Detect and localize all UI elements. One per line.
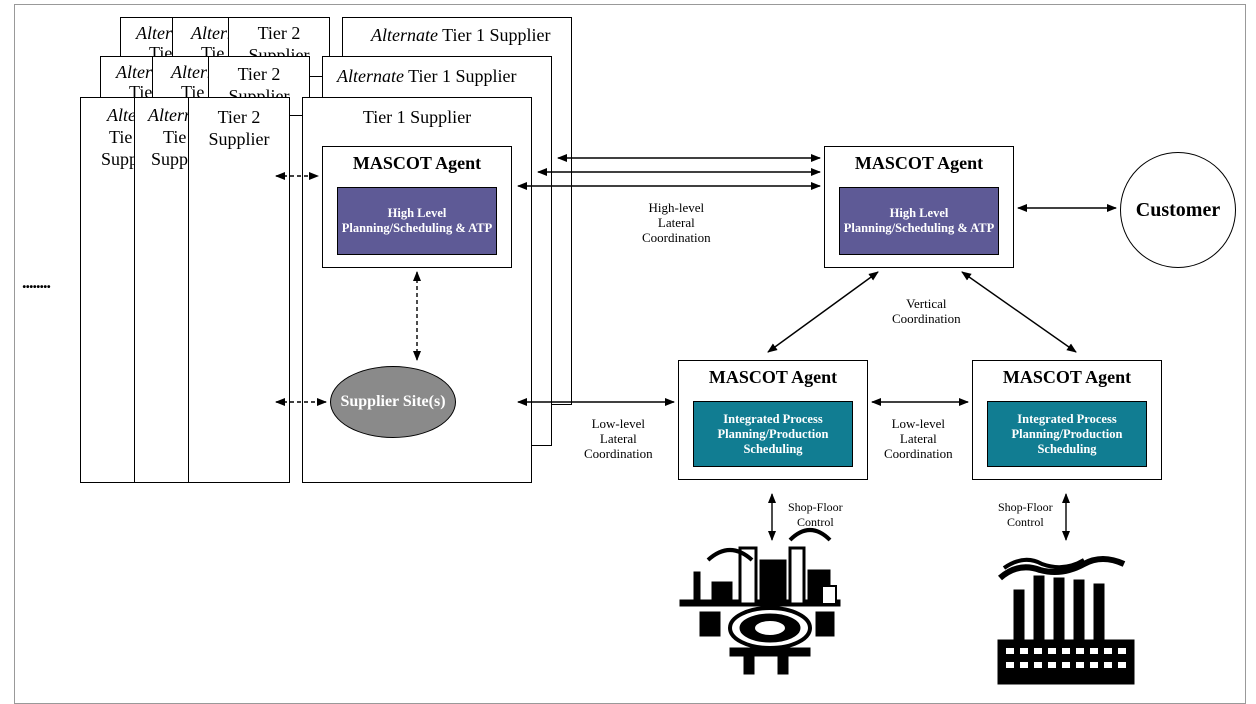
integrated-process-module: Integrated Process Planning/Production S… <box>987 401 1147 467</box>
high-lateral-label: High-level Lateral Coordination <box>642 200 711 245</box>
vertical-label: Vertical Coordination <box>892 296 961 326</box>
alternate-text: Alternate <box>337 66 404 86</box>
tier2-label: Tier 2 Supplier <box>208 107 270 149</box>
tier2-supplier-card-front: Tier 2 Supplier <box>188 97 290 483</box>
high-level-planning-module: High Level Planning/Scheduling & ATP <box>839 187 999 255</box>
tier-fragment: Tie <box>163 127 187 147</box>
supplier-site: Supplier Site(s) <box>330 366 456 438</box>
tier-fragment: Tie <box>109 127 133 147</box>
plant1-mascot-agent: MASCOT Agent Integrated Process Planning… <box>678 360 868 480</box>
agent-title: MASCOT Agent <box>352 153 482 173</box>
high-level-planning-module: High Level Planning/Scheduling & ATP <box>337 187 497 255</box>
agent-title: MASCOT Agent <box>854 153 984 173</box>
low-lateral-label-2: Low-level Lateral Coordination <box>884 416 953 461</box>
shopfloor-label-1: Shop-Floor Control <box>788 500 843 529</box>
tier1-label: Tier 1 Supplier <box>362 107 472 127</box>
alt-tier1-label: Alternate Tier 1 Supplier <box>371 24 551 46</box>
oem-mascot-agent: MASCOT Agent High Level Planning/Schedul… <box>824 146 1014 268</box>
shopfloor-label-2: Shop-Floor Control <box>998 500 1053 529</box>
more-suppliers-ellipsis: ........ <box>22 272 51 292</box>
supplier-fragment: Supp <box>101 149 139 169</box>
alternate-text: Alternate <box>371 25 438 45</box>
tier1-mascot-agent: MASCOT Agent High Level Planning/Schedul… <box>322 146 512 268</box>
supplier-fragment: Supp <box>151 149 189 169</box>
arrow-vertical-right <box>961 271 1077 353</box>
agent-title: MASCOT Agent <box>1002 367 1132 387</box>
tier1-rest-text: Tier 1 Supplier <box>437 25 551 45</box>
agent-title: MASCOT Agent <box>708 367 838 387</box>
integrated-process-module: Integrated Process Planning/Production S… <box>693 401 853 467</box>
refinery-plant-icon <box>679 528 841 675</box>
tier1-rest-text: Tier 1 Supplier <box>403 66 517 86</box>
smokestack-factory-icon <box>997 556 1135 685</box>
arrow-vertical-left <box>767 271 879 353</box>
alt-tier1-label: Alternate Tier 1 Supplier <box>337 65 517 87</box>
plant2-mascot-agent: MASCOT Agent Integrated Process Planning… <box>972 360 1162 480</box>
low-lateral-label-1: Low-level Lateral Coordination <box>584 416 653 461</box>
customer-node: Customer <box>1120 152 1236 268</box>
